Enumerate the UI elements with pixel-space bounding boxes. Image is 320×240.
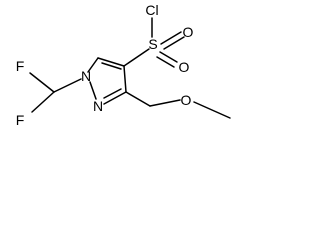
atom-oxygen-sulfonyl-top: O xyxy=(183,24,194,40)
bond-chf2-f-top xyxy=(29,72,55,93)
bond-c4-c3 xyxy=(123,65,127,93)
atom-fluorine-top: F xyxy=(16,58,25,74)
bond-n1-c5 xyxy=(87,57,99,73)
bond-chf2-f-bottom xyxy=(31,91,55,113)
atom-oxygen-sulfonyl-bottom: O xyxy=(179,59,190,75)
bond-ch2-o xyxy=(149,99,181,107)
bond-c3-n2-double xyxy=(103,88,122,99)
bond-n1-chf2 xyxy=(53,78,82,93)
bond-c5-c4-double xyxy=(101,62,122,70)
bonds xyxy=(29,17,231,119)
bond-n2-n1 xyxy=(89,81,97,100)
atom-nitrogen-2: N xyxy=(93,98,103,114)
atom-chlorine: Cl xyxy=(145,2,158,18)
bond-s-o-bottom xyxy=(159,51,178,63)
bond-s-o-bottom-double xyxy=(156,56,175,68)
atom-sulfur: S xyxy=(148,36,157,52)
bond-c3-ch2 xyxy=(125,91,151,107)
chemical-structure-diagram: Cl S O O N N F F O xyxy=(16,2,231,128)
atom-oxygen-ether: O xyxy=(181,92,192,108)
atom-fluorine-bottom: F xyxy=(16,112,25,128)
bond-c5-c4 xyxy=(97,57,125,67)
bond-s-o-top xyxy=(160,31,182,45)
atom-nitrogen-1: N xyxy=(81,68,91,84)
bond-c3-n2 xyxy=(103,91,127,105)
bond-o-ch3 xyxy=(193,101,231,119)
atom-labels: Cl S O O N N F F O xyxy=(16,2,194,128)
bond-c4-s xyxy=(123,48,150,67)
bond-s-o-top-double xyxy=(163,36,185,50)
